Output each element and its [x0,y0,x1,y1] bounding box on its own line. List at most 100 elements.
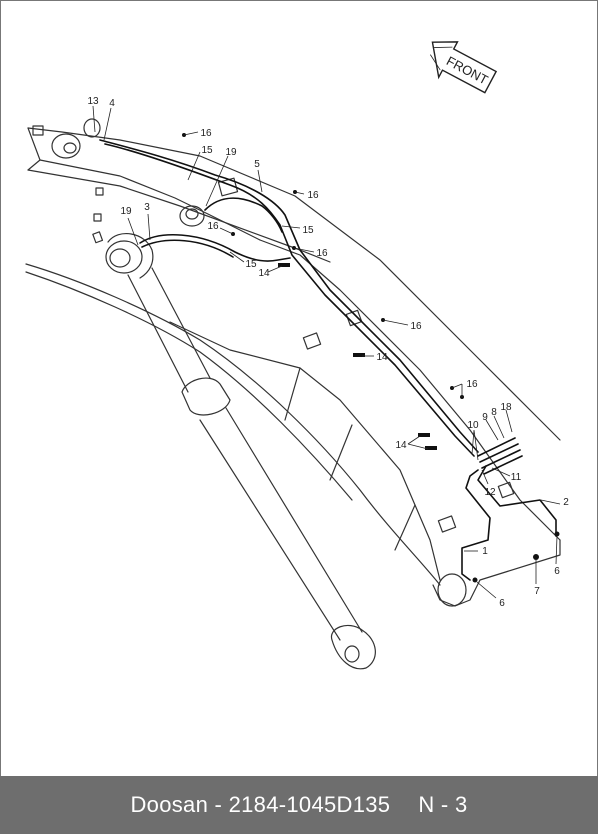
leader-16b [294,191,305,195]
leader-15c [229,251,245,263]
boss-pad-1 [302,332,322,350]
callout-6: 6 [554,566,560,577]
valve-fittings [477,437,523,475]
callout-12: 12 [484,487,496,498]
boom-side-top-face [259,239,561,541]
cylinder-rod-eye-hole [344,645,360,663]
leader-16a [183,131,199,136]
callout-16: 16 [316,248,328,259]
boss-pad-4 [497,481,515,499]
boom-left-end [27,127,41,171]
leader-3 [147,213,151,241]
footer-page-code: N - 3 [418,792,468,817]
callout-15: 15 [245,259,257,270]
leader-9-8-18 [485,409,513,441]
leader-12 [481,469,489,485]
callout-1: 1 [482,546,488,557]
boom-foot-pin [437,573,467,607]
small-bracket [32,125,44,136]
cylinder-pin-boss [179,205,205,227]
leader-6b [555,535,558,565]
callout-8: 8 [491,407,497,418]
boom-top-inner [39,159,261,241]
callout-19: 19 [120,206,132,217]
cylinder-pin-hole [185,208,199,220]
callout-13: 13 [87,96,99,107]
fitting-6a [472,577,478,583]
callout-14: 14 [395,440,407,451]
boom-panel-line-2 [329,424,353,481]
leader-15a [187,151,201,181]
callout-7: 7 [534,586,540,597]
front-direction-indicator: FRONT [429,41,498,94]
callout-16: 16 [410,321,422,332]
pipe-hose-19 [204,197,283,233]
callout-9: 9 [482,412,488,423]
callout-15: 15 [302,225,314,236]
callout-15: 15 [201,145,213,156]
boom-lower-edge [25,263,441,586]
footer-separator: - [214,792,223,817]
cylinder-head-eye [105,240,143,274]
callout-4: 4 [109,98,115,109]
pipe-line-2 [477,465,557,537]
boom-piping-diagram: FRONT 13 4 16 15 19 5 16 19 3 16 15 16 1… [25,41,569,670]
clamp-14d [425,446,437,450]
callout-11: 11 [511,472,522,483]
leader-16f [451,383,463,397]
clamp-14c [418,433,430,437]
leader-4 [103,107,112,141]
pipe-line-1 [461,469,491,581]
cylinder-head-body [107,233,154,279]
callout-6: 6 [499,598,505,609]
callout-18: 18 [500,402,512,413]
callout-16: 16 [466,379,478,390]
footer-bar: Doosan - 2184-1045D135 N - 3 [0,776,598,834]
boom-side-mid-face [169,321,441,581]
boom-top-pin-boss [51,133,81,159]
cylinder-rod [199,407,363,641]
boss-pad-3 [437,515,457,533]
callout-16: 16 [200,128,212,139]
clamp-14a [278,263,290,267]
cylinder-tube [127,267,211,393]
leader-19b [127,217,139,246]
footer-brand: Doosan [130,792,209,817]
leader-13 [92,105,96,133]
callout-16: 16 [307,190,319,201]
leader-16c [219,227,234,235]
callout-10: 10 [467,420,479,431]
fitting-6b [554,531,560,537]
pipe-hose-4 [99,139,479,453]
clamp-14b [353,353,365,357]
leader-5 [257,169,263,193]
pipe-hose-5 [104,143,475,457]
leader-16d [293,247,315,253]
boom-top-edge [27,127,561,441]
boom-top-pin-hole [63,142,77,154]
footer-part-number: 2184-1045D135 [228,792,391,817]
callout-14: 14 [258,268,270,279]
boom-panel-line-1 [284,367,301,421]
boom-nose [432,539,561,607]
leader-15b [281,225,301,229]
small-block-3 [92,231,104,244]
callout-3: 3 [144,202,150,213]
front-arrow-icon [431,41,498,94]
leader-14a [267,265,283,273]
callout-5: 5 [254,159,260,170]
callout-16: 16 [207,221,219,232]
boom-panel-line-3 [394,504,416,551]
pipe-hose-3b [141,239,234,258]
leader-2 [540,499,561,505]
callout-19: 19 [225,147,237,158]
boom-side-upper [27,169,331,263]
fitting-7 [533,554,539,560]
leader-11 [491,467,511,477]
boom-arm-pin [83,118,101,138]
leader-14c [407,435,429,450]
clamp-plate [217,177,239,197]
leader-10 [471,429,479,461]
pipe-hose-3 [139,234,291,262]
small-block-2 [93,213,102,222]
